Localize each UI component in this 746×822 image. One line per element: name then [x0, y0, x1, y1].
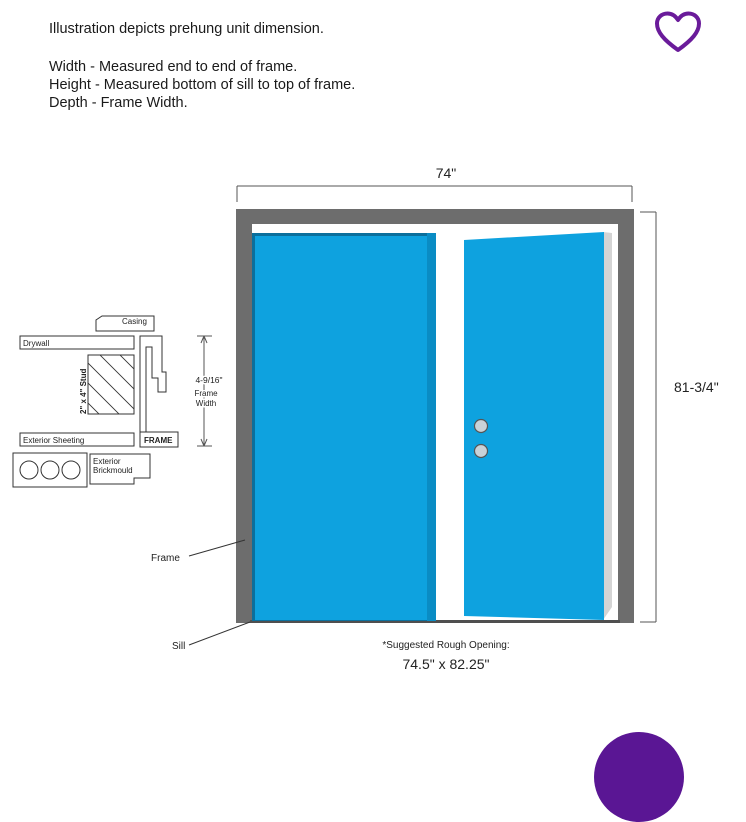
door-hardware — [473, 418, 489, 459]
drywall-board — [19, 335, 135, 350]
height-label: 81-3/4" — [674, 379, 719, 395]
frame-callout: Frame — [151, 539, 246, 564]
frame-depth-value: 4-9/16" — [195, 375, 222, 385]
height-dimension: 81-3/4" — [640, 211, 719, 623]
drywall-label: Drywall — [23, 339, 49, 348]
brickmould-label-2: Brickmould — [93, 466, 133, 475]
brickmould — [89, 453, 151, 485]
intro-line-2: Width - Measured end to end of frame. — [49, 59, 298, 75]
intro-line-1: Illustration depicts prehung unit dimens… — [49, 21, 324, 37]
frame-depth-line2: Width — [196, 399, 216, 408]
door-knob — [473, 418, 489, 434]
rough-opening-value: 74.5" x 82.25" — [402, 656, 489, 672]
heart-outline-icon[interactable] — [654, 10, 702, 54]
casing-label: Casing — [122, 317, 147, 326]
frame-box-label: FRAME — [144, 436, 173, 445]
frame-section-detail — [12, 315, 212, 488]
astragal — [427, 233, 436, 621]
sill-callout-label: Sill — [172, 641, 185, 652]
left-door — [252, 233, 428, 621]
intro-line-4: Depth - Frame Width. — [49, 95, 188, 111]
intro-text: Illustration depicts prehung unit dimens… — [49, 20, 355, 112]
detail-labels: Casing Drywall 2" x 4" Stud 4-9/16" Fram… — [23, 317, 224, 475]
brickmould-label-1: Exterior — [93, 457, 121, 466]
deadbolt — [473, 443, 489, 459]
exterior-sheeting-label: Exterior Sheeting — [23, 436, 84, 445]
door-diagram: 74" 81-3/4" — [12, 165, 719, 672]
chat-button[interactable] — [594, 732, 684, 822]
stud — [87, 354, 135, 415]
sill-callout: Sill — [172, 621, 251, 652]
frame-callout-label: Frame — [151, 553, 180, 564]
frame-depth-line1: Frame — [194, 389, 218, 398]
stud-label: 2" x 4" Stud — [79, 369, 88, 414]
casing-profile — [95, 315, 155, 332]
right-door — [464, 232, 612, 620]
width-label: 74" — [436, 165, 457, 181]
jamb-profile — [139, 335, 167, 433]
width-dimension: 74" — [236, 165, 633, 202]
intro-line-3: Height - Measured bottom of sill to top … — [49, 77, 356, 93]
exterior-sheeting — [19, 432, 135, 447]
rough-opening-label: *Suggested Rough Opening: — [382, 640, 509, 651]
